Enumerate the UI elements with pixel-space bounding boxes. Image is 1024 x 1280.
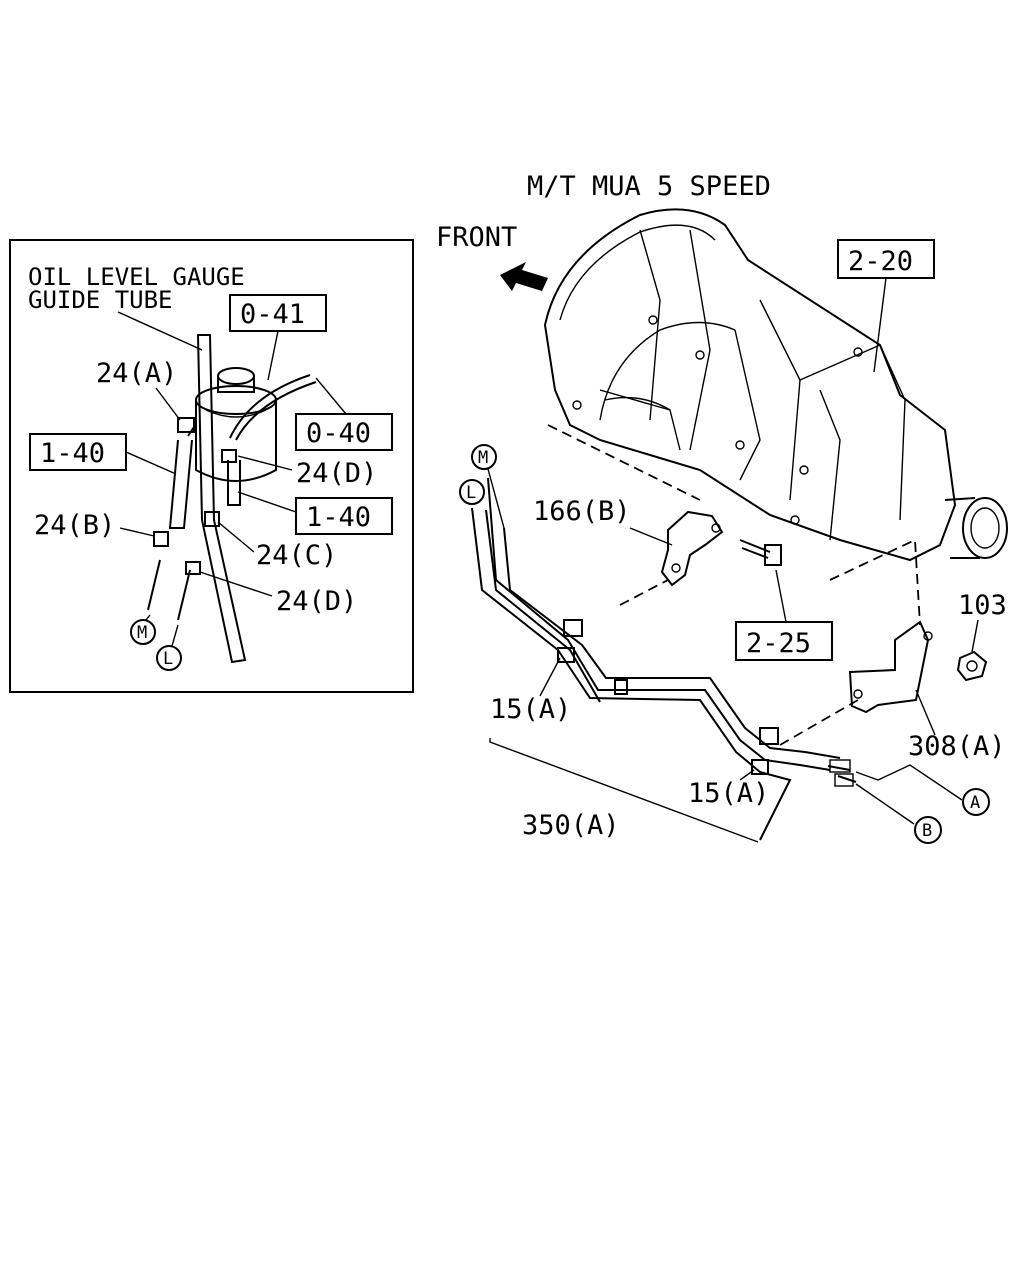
ref-2-20: 2-20 bbox=[848, 246, 913, 277]
part-24b: 24(B) bbox=[34, 510, 115, 541]
inset-marker-l: L bbox=[163, 649, 173, 669]
ref-0-40: 0-40 bbox=[306, 418, 371, 449]
part-166b: 166(B) bbox=[533, 496, 631, 527]
part-15a-left: 15(A) bbox=[490, 694, 571, 725]
bolt-2-25 bbox=[739, 539, 782, 566]
bracket-308a bbox=[848, 620, 933, 714]
nut-103 bbox=[956, 650, 988, 682]
diagram-title: M/T MUA 5 SPEED bbox=[527, 171, 771, 202]
front-arrow-icon bbox=[500, 262, 548, 291]
part-24c: 24(C) bbox=[256, 540, 337, 571]
part-24d-upper: 24(D) bbox=[296, 458, 377, 489]
bracket-166b bbox=[660, 510, 724, 587]
front-label: FRONT bbox=[436, 222, 517, 253]
part-103: 103 bbox=[958, 590, 1007, 621]
part-24d-lower: 24(D) bbox=[276, 586, 357, 617]
pipe-marker-a: A bbox=[970, 793, 980, 813]
ref-0-41: 0-41 bbox=[240, 299, 305, 330]
part-350a: 350(A) bbox=[522, 810, 620, 841]
pipe-marker-b: B bbox=[922, 821, 932, 841]
part-15a-right: 15(A) bbox=[688, 778, 769, 809]
guide-tube-label-line2: GUIDE TUBE bbox=[28, 286, 173, 314]
part-24a: 24(A) bbox=[96, 358, 177, 389]
ref-2-25: 2-25 bbox=[746, 628, 811, 659]
oil-cooler-unit bbox=[195, 367, 277, 482]
inset-panel: OIL LEVEL GAUGE GUIDE TUBE 0-41 bbox=[9, 239, 414, 693]
transmission-housing bbox=[543, 208, 1008, 562]
part-308a: 308(A) bbox=[908, 731, 1006, 762]
pipe-marker-l: L bbox=[466, 483, 476, 503]
cooler-pipe-assembly bbox=[471, 477, 857, 841]
ref-1-40-right: 1-40 bbox=[306, 502, 371, 533]
guide-tube-label-line1: OIL LEVEL GAUGE bbox=[28, 263, 245, 291]
inset-marker-m: M bbox=[137, 623, 147, 643]
ref-1-40-left: 1-40 bbox=[40, 438, 105, 469]
pipe-marker-m: M bbox=[478, 448, 488, 468]
